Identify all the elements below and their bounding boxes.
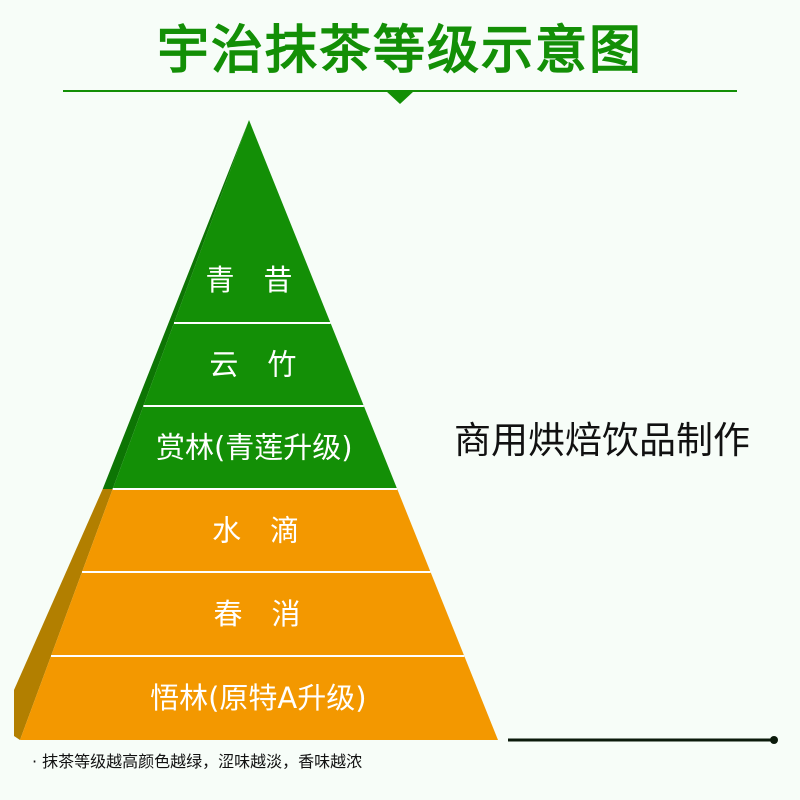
pyramid-side-green	[102, 120, 249, 489]
pyramid-tier	[51, 572, 465, 656]
pointer-dot-icon	[770, 736, 778, 744]
pyramid-side-orange	[14, 489, 113, 740]
pyramid-tier	[20, 656, 498, 740]
tier-label: 云 竹	[209, 348, 296, 382]
title-pointer-icon	[386, 91, 414, 104]
pyramid: 青 昔云 竹赏林(青莲升级) 水 滴春 消悟林(原特A升级)	[14, 120, 498, 740]
tier-label: 青 昔	[205, 263, 292, 297]
pyramid-tier	[82, 489, 431, 572]
pyramid-tier	[174, 120, 331, 323]
pyramid-tier	[112, 406, 398, 489]
pyramid-tier	[143, 323, 364, 406]
side-label: 商用烘焙饮品制作	[454, 419, 750, 462]
tier-label: 春 消	[213, 597, 300, 631]
footnote: · 抹茶等级越高颜色越绿，涩味越淡，香味越浓	[32, 752, 362, 771]
tier-label: 悟林(原特A升级)	[150, 681, 366, 715]
tier-label: 水 滴	[212, 514, 299, 548]
page-title: 宇治抹茶等级示意图	[157, 21, 643, 81]
tier-label: 赏林(青莲升级)	[156, 431, 353, 465]
